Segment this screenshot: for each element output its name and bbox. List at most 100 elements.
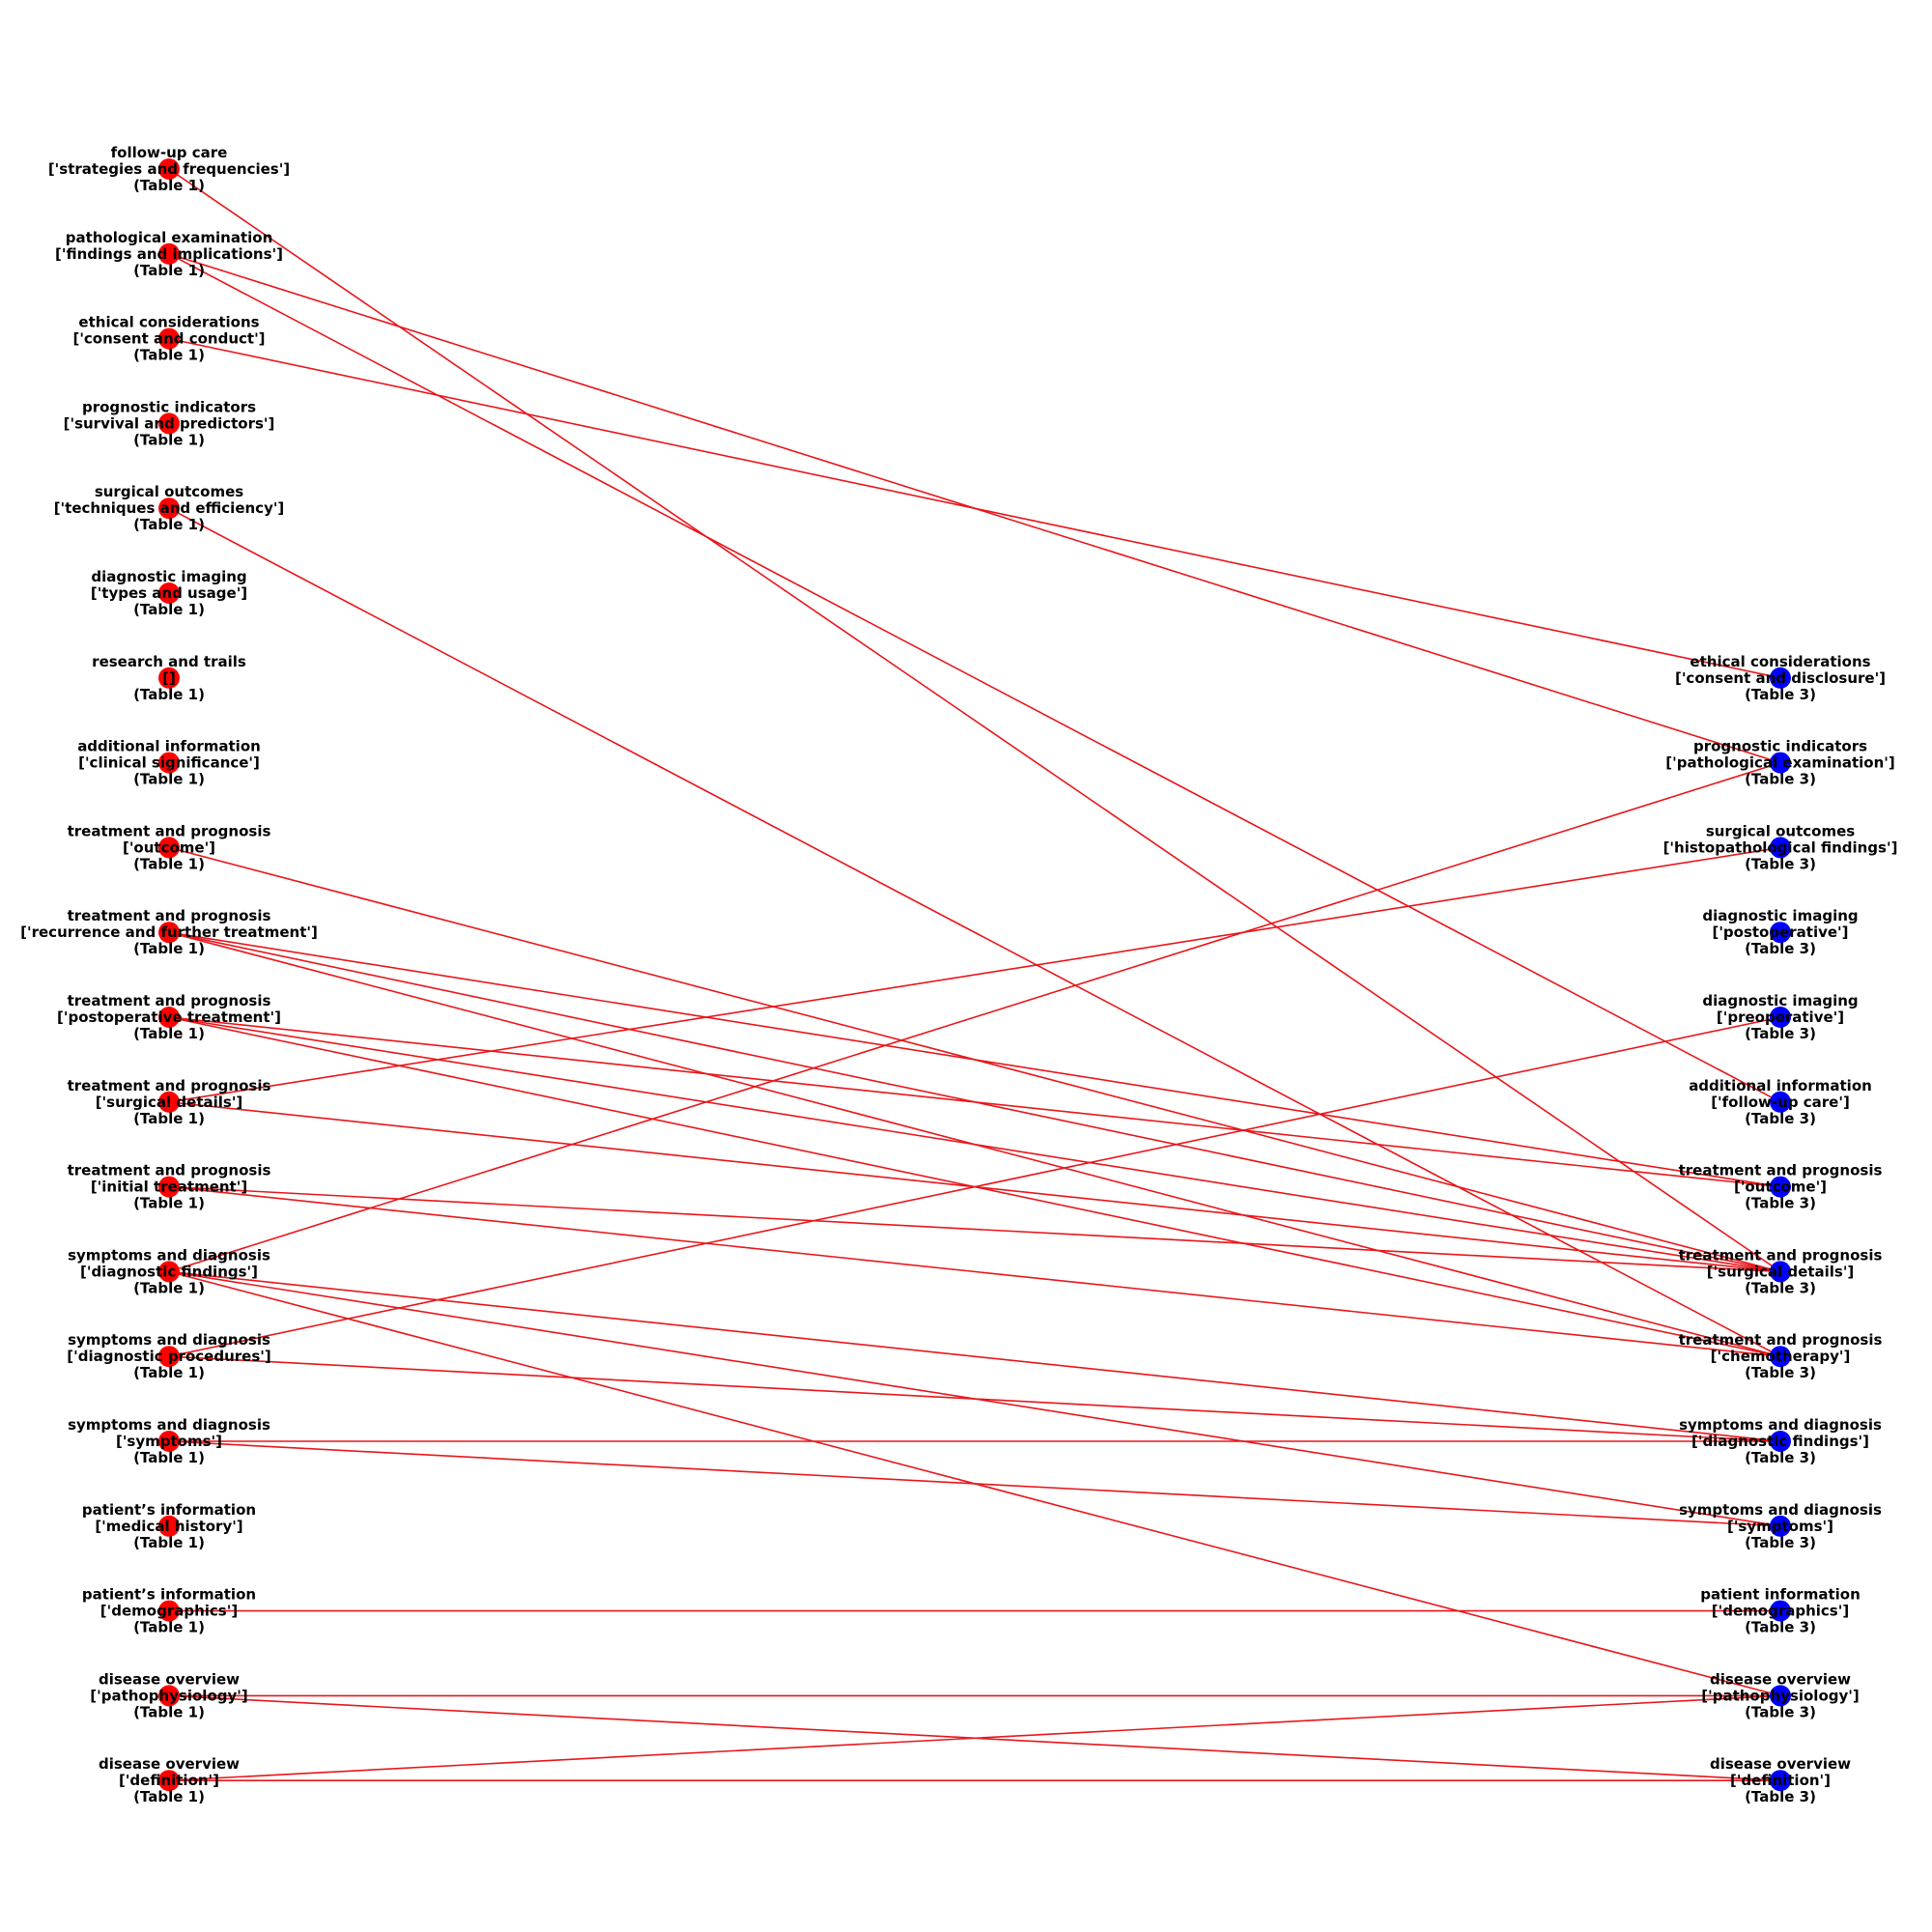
- left-node-label-line: research and trails: [92, 653, 246, 670]
- left-node-label-14: symptoms and diagnosis['diagnostic proce…: [67, 1331, 270, 1381]
- left-node-19: [158, 1770, 180, 1792]
- right-node-label-line: ['definition']: [1730, 1772, 1831, 1789]
- edge-L11-R2: [168, 846, 1781, 1103]
- right-node-label-line: treatment and prognosis: [1679, 1162, 1883, 1179]
- left-node-13: [158, 1261, 180, 1283]
- left-node-label-13: symptoms and diagnosis['diagnostic findi…: [68, 1246, 270, 1296]
- left-node-label-line: (Table 1): [133, 1619, 205, 1636]
- edge-L13-R9: [168, 1270, 1781, 1442]
- left-node-label-line: surgical outcomes: [95, 483, 243, 500]
- left-node-label-line: pathological examination: [66, 229, 273, 246]
- left-node-label-line: ['symptoms']: [116, 1433, 222, 1450]
- right-node-label-line: symptoms and diagnosis: [1679, 1501, 1882, 1519]
- left-node-label-line: ['clinical significance']: [78, 754, 260, 772]
- left-node-label-0: follow-up care['strategies and frequenci…: [48, 144, 290, 194]
- left-node-12: [158, 1176, 180, 1198]
- left-node-label-17: patient’s information['demographics'](Ta…: [82, 1586, 256, 1636]
- right-node-label-line: ['consent and disclosure']: [1675, 669, 1886, 687]
- right-node-10: [1770, 1515, 1791, 1537]
- left-node-9: [158, 922, 180, 944]
- left-node-label-8: treatment and prognosis['outcome'](Table…: [68, 822, 271, 872]
- right-node-label-line: ['pathophysiology']: [1701, 1687, 1859, 1704]
- left-node-label-line: ['findings and implications']: [55, 245, 283, 263]
- right-node-label-line: (Table 3): [1745, 771, 1816, 788]
- left-node-label-9: treatment and prognosis['recurrence and …: [20, 907, 318, 957]
- right-node-label-line: additional information: [1689, 1077, 1872, 1094]
- right-node-11: [1770, 1600, 1791, 1622]
- edge-L10-R6: [168, 1016, 1781, 1188]
- left-node-7: [158, 752, 180, 774]
- left-node-3: [158, 412, 180, 435]
- left-node-label-line: follow-up care: [111, 144, 228, 161]
- left-node-2: [158, 327, 180, 350]
- right-node-label-line: (Table 3): [1745, 686, 1816, 703]
- left-node-label-7: additional information['clinical signifi…: [77, 738, 261, 788]
- right-node-label-line: (Table 3): [1745, 1195, 1816, 1212]
- edges-layer: [168, 168, 1781, 1781]
- left-node-label-line: treatment and prognosis: [68, 1162, 271, 1179]
- left-node-label-line: treatment and prognosis: [68, 1077, 271, 1094]
- right-node-label-line: diagnostic imaging: [1702, 907, 1858, 924]
- right-node-label-2: surgical outcomes['histopathological fin…: [1663, 822, 1898, 872]
- left-node-label-line: (Table 1): [133, 1703, 205, 1720]
- left-node-1: [158, 242, 180, 265]
- right-node-label-3: diagnostic imaging['postoperative'](Tabl…: [1702, 907, 1858, 957]
- right-node-label-line: ['outcome']: [1734, 1179, 1827, 1196]
- left-node-label-line: ['demographics']: [100, 1603, 238, 1620]
- right-node-label-9: symptoms and diagnosis['diagnostic findi…: [1679, 1416, 1882, 1466]
- edge-L12-R7: [168, 1185, 1781, 1273]
- left-node-label-line: disease overview: [99, 1755, 240, 1773]
- left-node-label-line: ['initial treatment']: [91, 1179, 247, 1196]
- left-node-17: [158, 1600, 180, 1622]
- right-node-label-11: patient information['demographics'](Tabl…: [1700, 1586, 1861, 1636]
- right-node-label-line: symptoms and diagnosis: [1679, 1416, 1882, 1434]
- left-node-label-line: (Table 1): [133, 771, 205, 788]
- left-node-label-line: ['recurrence and further treatment']: [20, 923, 318, 941]
- edge-L12-R8: [168, 1185, 1781, 1357]
- left-node-label-line: ['medical history']: [95, 1518, 242, 1535]
- left-node-8: [158, 837, 180, 859]
- right-node-label-line: ['demographics']: [1712, 1603, 1849, 1620]
- left-node-label-15: symptoms and diagnosis['symptoms'](Table…: [68, 1416, 270, 1466]
- right-node-label-line: ['follow-up care']: [1711, 1094, 1850, 1111]
- left-node-label-line: (Table 1): [133, 1449, 205, 1466]
- edge-L15-R10: [168, 1440, 1781, 1527]
- left-node-label-line: ['pathophysiology']: [90, 1687, 247, 1704]
- right-node-label-line: surgical outcomes: [1706, 822, 1855, 839]
- edge-L14-R4: [168, 1016, 1781, 1357]
- left-node-label-line: []: [162, 669, 176, 687]
- right-node-label-line: patient information: [1700, 1586, 1861, 1604]
- edge-L19-R12: [168, 1694, 1781, 1781]
- left-node-label-19: disease overview['definition'](Table 1): [99, 1755, 240, 1805]
- right-node-label-line: ethical considerations: [1690, 653, 1870, 670]
- right-node-3: [1770, 922, 1791, 944]
- left-node-label-line: (Table 1): [133, 1788, 205, 1805]
- right-node-label-line: treatment and prognosis: [1679, 1331, 1883, 1349]
- right-node-6: [1770, 1176, 1791, 1198]
- right-node-label-line: ['pathological examination']: [1665, 754, 1894, 772]
- right-node-label-line: ['diagnostic findings']: [1691, 1433, 1869, 1450]
- left-node-14: [158, 1346, 180, 1368]
- right-node-label-6: treatment and prognosis['outcome'](Table…: [1679, 1162, 1883, 1212]
- left-node-16: [158, 1515, 180, 1537]
- right-node-0: [1770, 667, 1791, 689]
- left-node-label-line: (Table 1): [133, 1025, 205, 1042]
- left-node-5: [158, 582, 180, 604]
- right-node-label-8: treatment and prognosis['chemotherapy'](…: [1679, 1331, 1883, 1381]
- left-node-4: [158, 497, 180, 520]
- right-node-label-12: disease overview['pathophysiology'](Tabl…: [1701, 1670, 1859, 1720]
- right-node-label-4: diagnostic imaging['preoperative'](Table…: [1702, 992, 1858, 1042]
- left-node-label-line: (Table 1): [133, 347, 205, 364]
- right-node-8: [1770, 1346, 1791, 1368]
- left-node-label-line: (Table 1): [133, 1279, 205, 1296]
- left-node-label-line: (Table 1): [133, 1110, 205, 1127]
- left-node-10: [158, 1007, 180, 1028]
- right-node-label-line: (Table 3): [1745, 1449, 1816, 1466]
- left-node-label-1: pathological examination['findings and i…: [55, 229, 283, 279]
- right-node-label-line: (Table 3): [1745, 1110, 1816, 1127]
- right-node-label-line: (Table 3): [1745, 1025, 1816, 1042]
- left-node-label-2: ethical considerations['consent and cond…: [72, 314, 265, 364]
- left-node-label-line: additional information: [77, 738, 261, 755]
- right-node-9: [1770, 1431, 1791, 1452]
